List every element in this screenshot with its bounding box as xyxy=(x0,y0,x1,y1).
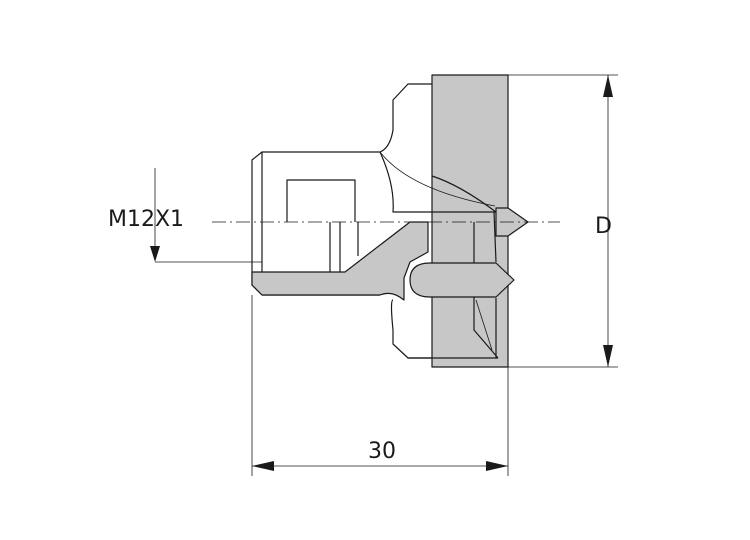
diam-arrow-top xyxy=(603,75,613,97)
inner-socket xyxy=(261,152,356,272)
thread-dim-arrow xyxy=(150,246,160,262)
diameter-label: D xyxy=(595,214,612,239)
length-arrow-right xyxy=(486,461,508,471)
inner-bore xyxy=(329,222,359,272)
plate-lower-diag xyxy=(475,299,493,351)
length-label: 30 xyxy=(368,439,396,464)
stem-section-lower xyxy=(251,221,429,301)
plate-inner-lines xyxy=(408,211,499,359)
thread-label: M12X1 xyxy=(108,207,184,232)
diam-arrow-bottom xyxy=(603,345,613,367)
hex-body-outline xyxy=(379,83,432,359)
upper-flank-inner xyxy=(379,151,496,207)
flange-plate xyxy=(431,74,509,368)
pin-slot xyxy=(409,262,515,298)
length-arrow-left xyxy=(252,461,274,471)
